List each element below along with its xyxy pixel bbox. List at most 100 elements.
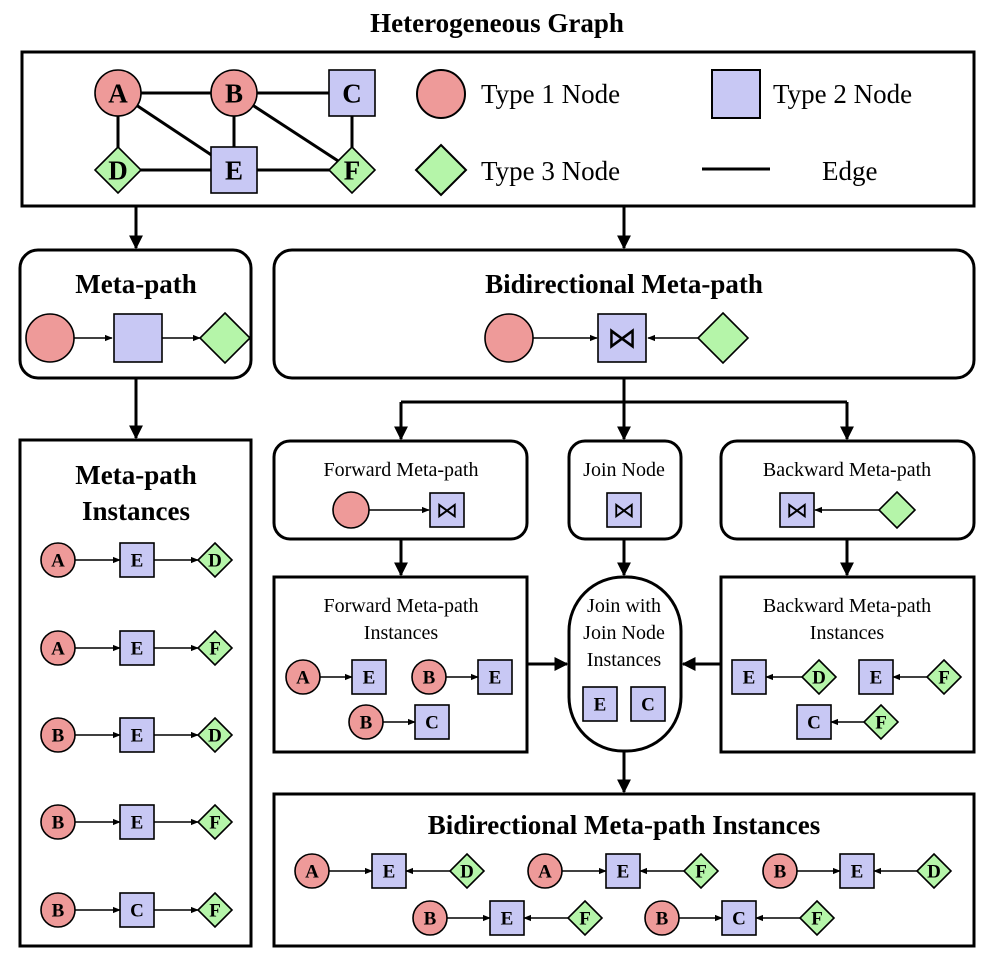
join-instance-node-label: C [641, 695, 655, 716]
bidirectional-instance-node-label: E [383, 862, 396, 883]
metapath-instance-node-d-shape [196, 716, 234, 754]
graph-node-label: D [108, 155, 128, 185]
backward-instance-node-label: D [812, 668, 826, 689]
bidirectional-instance-node-e-shape [839, 853, 875, 889]
join-with-title-line3: Instances [587, 649, 662, 671]
join-node-box-box [606, 492, 642, 528]
forward-instance-node-label: E [363, 668, 376, 689]
metapath-type1-node [25, 313, 75, 363]
metapath-instance-node-label: F [209, 813, 221, 834]
bidirectional-instance-node-label: E [851, 862, 864, 883]
bidirectional-join-node-symbol: ⋈ [607, 322, 637, 355]
metapath-instance-node-e-shape [119, 630, 155, 666]
forward-instance-node-e: E [477, 659, 513, 695]
metapath-instance-node-b: B [40, 717, 76, 753]
backward-instance-node-f-shape [925, 658, 963, 696]
graph-node-c: C [328, 69, 376, 117]
backward-instance-node-e: E [731, 659, 767, 695]
graph-node-d: D [93, 145, 143, 195]
metapath-instance-node-label: D [208, 551, 222, 572]
metapath-instance-node-label: E [131, 639, 144, 660]
join-node-box: ⋈ [606, 492, 642, 528]
heterogeneous-graph-panel [20, 50, 976, 208]
legend-type3-label: Type 3 Node [481, 156, 620, 186]
metapath-instance-node-a: A [40, 542, 76, 578]
forward-instance-node-b: B [348, 704, 384, 740]
join-instance-node-c: C [630, 686, 666, 722]
metapath-instance-node-label: F [209, 901, 221, 922]
bidirectional-instance-node-label: B [656, 909, 669, 930]
forward-instance-node-label: E [489, 668, 502, 689]
metapath-instance-node-a: A [40, 630, 76, 666]
bidirectional-instance-node-d: D [915, 852, 953, 890]
metapath-instance-node-label: B [52, 901, 65, 922]
legend-type1-label: Type 1 Node [481, 79, 620, 109]
bidirectional-instance-node-d-shape [448, 852, 486, 890]
graph-node-f: F [327, 145, 377, 195]
forward-instance-node-label: B [360, 713, 373, 734]
bidirectional-instance-node-label: B [424, 909, 437, 930]
backward-instances-title-line2: Instances [810, 622, 885, 644]
backward-join-node-symbol: ⋈ [786, 497, 808, 522]
join-node-schema: ⋈ [606, 492, 642, 528]
metapath-instance-node-d: D [196, 716, 234, 754]
backward-instances-title-line1: Backward Meta-path [763, 595, 931, 617]
legend-type1-swatch [416, 69, 466, 119]
metapath-instance-node-f: F [196, 629, 234, 667]
forward-instance-node-label: B [423, 668, 436, 689]
metapath-instance-node-e: E [119, 630, 155, 666]
legend: Type 1 Node Type 2 Node Type 3 Node Edge [414, 69, 912, 197]
backward-instance-node-f-shape [862, 703, 900, 741]
bidirectional-instance-node-e: E [605, 853, 641, 889]
backward-join-node-box [779, 492, 815, 528]
join-node-title: Join Node [583, 459, 665, 481]
forward-instance-node-c-shape [414, 704, 450, 740]
backward-instance-node-e: E [858, 659, 894, 695]
page-title: Heterogeneous Graph [370, 8, 624, 38]
join-with-title-line2: Join Node [583, 622, 665, 644]
metapath-instance-node-f: F [196, 803, 234, 841]
bidirectional-instance-node-b: B [644, 900, 680, 936]
forward-join-node: ⋈ [429, 492, 465, 528]
legend-edge-label: Edge [822, 156, 877, 186]
metapath-instances-title-line2: Instances [82, 496, 190, 526]
bidirectional-instance-node-label: F [695, 862, 707, 883]
bidirectional-instances-panel [272, 792, 976, 948]
bidirectional-instance-node-label: F [579, 909, 591, 930]
graph-node-b: B [210, 69, 258, 117]
legend-type2-label: Type 2 Node [773, 79, 912, 109]
metapath-instances-title-line1: Meta-path [75, 460, 196, 490]
backward-instance-node-label: E [870, 668, 883, 689]
forward-instance-node-c: C [414, 704, 450, 740]
graph-node-label: A [108, 78, 128, 108]
metapath-instance-node-label: B [52, 726, 65, 747]
backward-instance-node-e-shape [858, 659, 894, 695]
metapath-instance-node-f: F [196, 891, 234, 929]
metapath-instance-node-e: E [119, 717, 155, 753]
metapath-instance-node-b: B [40, 804, 76, 840]
bidirectional-join-node: ⋈ [597, 313, 647, 363]
forward-metapath-panel [272, 439, 529, 541]
bidirectional-instance-node-f-shape [682, 852, 720, 890]
bidirectional-instance-node-a: A [294, 853, 330, 889]
forward-schema: ⋈ [332, 491, 465, 529]
forward-join-node-box [429, 492, 465, 528]
metapath-instance-node-e: E [119, 542, 155, 578]
forward-instance-node-b: B [411, 659, 447, 695]
backward-instance-node-d-shape [800, 658, 838, 696]
bidirectional-instance-node-e-shape [489, 900, 525, 936]
metapath-instance-node-label: E [131, 726, 144, 747]
forward-instance-node-e-shape [351, 659, 387, 695]
bidirectional-instance-node-label: A [538, 862, 552, 883]
bidirectional-instance-node-label: E [501, 909, 514, 930]
backward-metapath-panel [719, 439, 976, 541]
graph-node-e-shape [210, 146, 258, 194]
graph-node-f-shape [327, 145, 377, 195]
